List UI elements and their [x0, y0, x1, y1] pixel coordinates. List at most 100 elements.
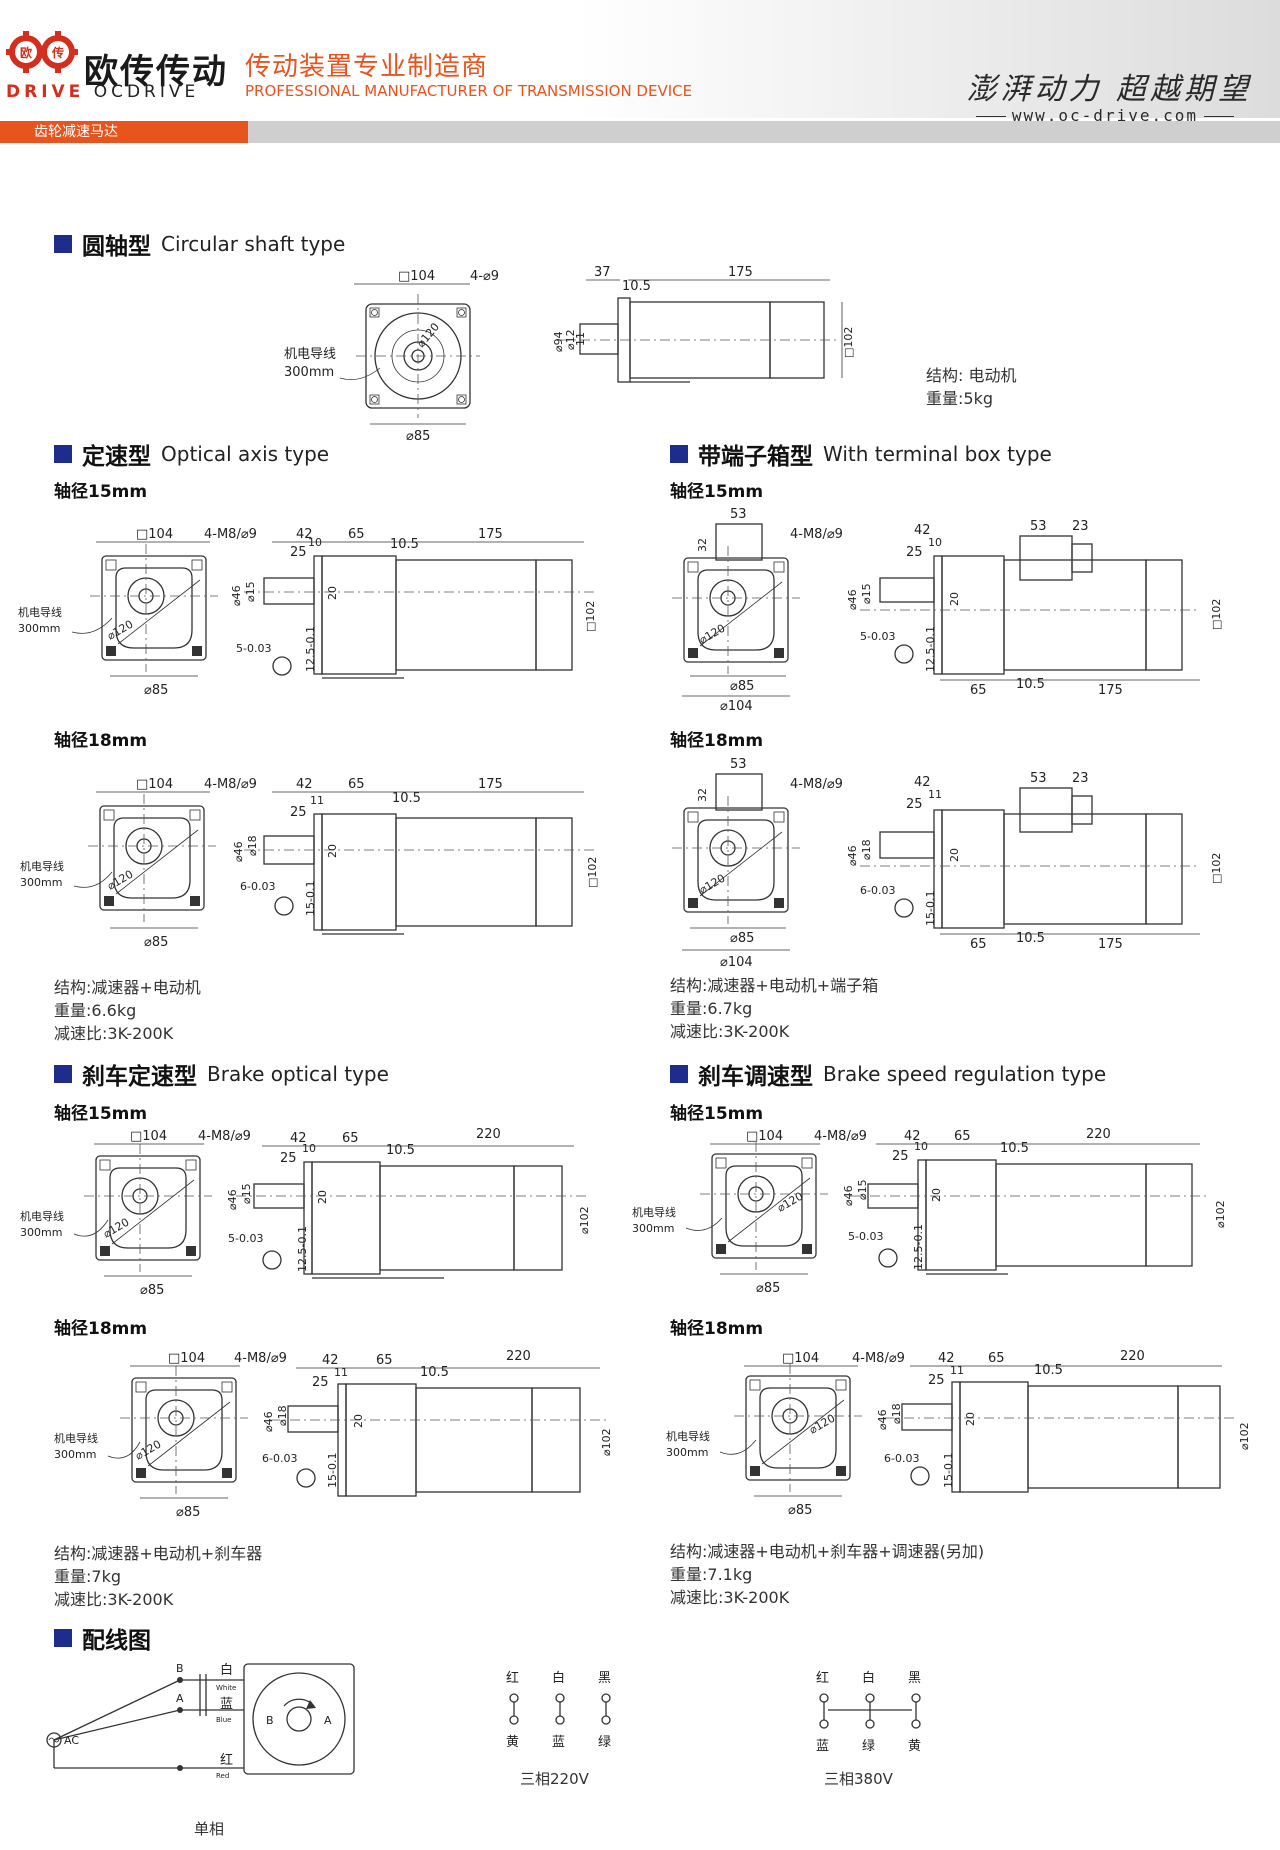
dim-65: 65	[970, 683, 987, 698]
dim-10-5: 10.5	[386, 1143, 415, 1158]
section-cn-title: 刹车调速型	[698, 1064, 813, 1090]
dim-holes: 4-M8/⌀9	[198, 1129, 251, 1144]
dim-46: ⌀46	[846, 589, 859, 610]
dim-20: 20	[352, 1414, 365, 1428]
spec-ratio: 减速比:3K-200K	[54, 1590, 174, 1609]
dim-lead-label: 机电导线	[284, 347, 336, 362]
dim-65: 65	[970, 937, 987, 952]
dim-102: ⌀102	[1238, 1422, 1251, 1450]
spec-brake-optical: 结构:减速器+电动机+刹车器 重量:7kg 减速比:3K-200K	[54, 1542, 262, 1611]
dim-32: 32	[696, 788, 709, 802]
dim-15: ⌀15	[856, 1179, 869, 1200]
dim-15: ⌀15	[244, 581, 257, 602]
dim-lead-label: 机电导线	[632, 1205, 676, 1219]
dim-10: 10	[928, 536, 942, 549]
shaft-label-optical-18: 轴径18mm	[54, 731, 148, 751]
wire-bottom-2: 蓝	[552, 1735, 565, 1750]
dim-key: 5-0.03	[236, 642, 271, 655]
dim-46: ⌀46	[230, 585, 243, 606]
dim-lead-length: 300mm	[54, 1448, 96, 1461]
dim-25: 25	[312, 1375, 329, 1390]
dim-175: 175	[478, 527, 503, 542]
wire-bottom-2: 绿	[862, 1739, 875, 1754]
section-title-wiring: 配线图	[54, 1623, 161, 1654]
dim-175: 175	[1098, 937, 1123, 952]
dim-42: 42	[914, 523, 931, 538]
shaft-label-brake-optical-18: 轴径18mm	[54, 1319, 148, 1339]
wiring-single-label: 单相	[194, 1820, 225, 1838]
motor-terminal-b: B	[266, 1714, 274, 1727]
dim-10: 10	[308, 536, 322, 549]
dim-lead-length: 300mm	[20, 1226, 62, 1239]
wire-blue-en: Blue	[216, 1716, 232, 1724]
section-cn-title: 刹车定速型	[82, 1064, 197, 1090]
dim-65: 65	[988, 1351, 1005, 1366]
section-cn-title: 定速型	[82, 444, 151, 470]
spec-weight: 重量:6.6kg	[54, 1001, 137, 1020]
dim-square: □104	[168, 1351, 205, 1366]
dim-102: □102	[1210, 599, 1223, 630]
dim-46: ⌀46	[232, 841, 245, 862]
section-en-title: Brake optical type	[207, 1062, 389, 1086]
dim-lead-label: 机电导线	[18, 605, 62, 619]
wire-top-1: 红	[816, 1670, 829, 1686]
dim-base: ⌀85	[788, 1503, 812, 1518]
dim-height: □102	[842, 327, 855, 358]
dim-220: 220	[1086, 1127, 1111, 1142]
dim-18: ⌀18	[890, 1403, 903, 1424]
category-tab[interactable]: 齿轮减速马达	[0, 121, 248, 143]
dim-key-depth: 12.5-0.1	[304, 626, 317, 672]
spec-weight: 重量:5kg	[926, 389, 993, 408]
dim-18: ⌀18	[860, 839, 873, 860]
dim-pcd: ⌀120	[697, 872, 727, 897]
dim-53b: 53	[1030, 519, 1047, 534]
dim-key-depth: 12.5-0.1	[912, 1224, 925, 1270]
dim-key-depth: 15-0.1	[326, 1453, 339, 1488]
dim-42: 42	[290, 1131, 307, 1146]
dim-18: ⌀18	[246, 835, 259, 856]
dim-base: ⌀85	[730, 679, 754, 694]
dim-holes: 4-M8/⌀9	[790, 527, 843, 542]
dim-10-5: 10.5	[390, 537, 419, 552]
spec-optical: 结构:减速器+电动机 重量:6.6kg 减速比:3K-200K	[54, 976, 201, 1045]
wire-top-2: 白	[862, 1670, 875, 1686]
dim-base-104: ⌀104	[720, 699, 753, 714]
drawing-terminal-15: 53 4-M8/⌀9 32 ⌀120 ⌀85 ⌀104 42 25 10 53 …	[660, 504, 1270, 714]
dim-base: ⌀85	[144, 683, 168, 698]
dim-46: ⌀46	[842, 1185, 855, 1206]
wire-red-en: Red	[216, 1772, 229, 1780]
dim-holes: 4-M8/⌀9	[790, 777, 843, 792]
wire-bottom-1: 蓝	[816, 1739, 829, 1754]
section-marker-icon	[54, 235, 72, 253]
dim-11: 11	[334, 1366, 348, 1379]
shaft-label-brake-speed-15: 轴径15mm	[670, 1104, 764, 1124]
dim-pcd: ⌀120	[105, 618, 135, 643]
dim-46: ⌀46	[226, 1189, 239, 1210]
dim-11: 11	[950, 1364, 964, 1377]
dim-25: 25	[290, 805, 307, 820]
section-en-title: Circular shaft type	[161, 232, 346, 256]
dim-23: 23	[1072, 771, 1089, 786]
wire-top-3: 黑	[598, 1671, 611, 1686]
drawing-terminal-18: 53 4-M8/⌀9 32 ⌀120 ⌀85 ⌀104 42 25 11 53 …	[660, 754, 1270, 972]
spec-structure: 结构:减速器+电动机+刹车器	[54, 1544, 263, 1563]
gear-logo-icon: 欧 传	[6, 31, 78, 73]
dim-lead-length: 300mm	[18, 622, 60, 635]
dim-20: 20	[948, 592, 961, 606]
website-url[interactable]: www.oc-drive.com	[970, 106, 1240, 125]
section-title-optical: 定速型 Optical axis type	[54, 439, 329, 470]
dim-d1: ⌀94	[552, 331, 565, 352]
dim-lead-length: 300mm	[20, 876, 62, 889]
wiring-three-220-label: 三相220V	[520, 1770, 589, 1788]
section-marker-icon	[54, 445, 72, 463]
dim-46: ⌀46	[876, 1409, 889, 1430]
spec-terminal: 结构:减速器+电动机+端子箱 重量:6.7kg 减速比:3K-200K	[670, 974, 878, 1043]
drawing-optical-15: □104 4-M8/⌀9 ⌀120 ⌀85 机电导线 300mm 42 25 1…	[14, 522, 634, 702]
dim-10-5: 10.5	[1034, 1363, 1063, 1378]
dim-pcd: ⌀120	[101, 1216, 131, 1241]
dim-175: 175	[1098, 683, 1123, 698]
dim-102: □102	[586, 857, 599, 888]
shaft-label-terminal-18: 轴径18mm	[670, 731, 764, 751]
dim-square: □104	[782, 1351, 819, 1366]
section-marker-icon	[670, 445, 688, 463]
